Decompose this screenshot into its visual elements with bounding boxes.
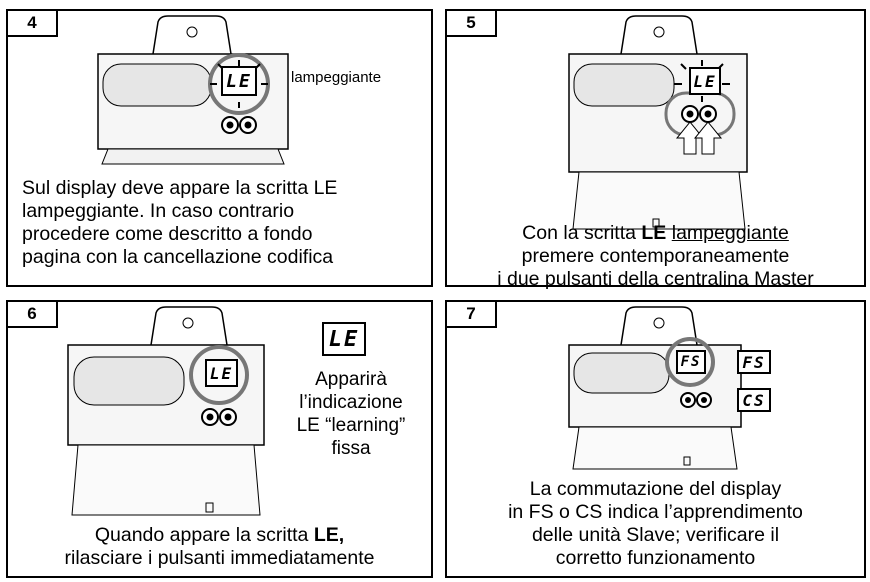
panel-step-5: 5 LE Con la scritta LE lampeggiante prem…: [445, 9, 866, 290]
control-unit-illustration: [97, 15, 289, 165]
step-number: 5: [445, 9, 497, 37]
panel-step-6: 6 LE LE Apparirà l’indicazione LE “learn…: [6, 300, 433, 578]
display-screen: FS: [676, 350, 706, 374]
control-unit-illustration: [568, 306, 742, 470]
step-caption: Con la scritta LE lampeggiante premere c…: [497, 222, 814, 290]
step-number: 4: [6, 9, 58, 37]
learning-indicator: LE: [322, 322, 366, 356]
panel-step-7: 7 FS FS CS La commutazione del display i…: [445, 300, 866, 578]
control-unit-illustration: [67, 306, 265, 516]
display-screen: LE: [689, 67, 721, 95]
step-caption: Quando appare la scritta LE, rilasciare …: [64, 524, 375, 569]
step-number: 7: [445, 300, 497, 328]
display-screen: LE: [205, 359, 238, 387]
step-number: 6: [6, 300, 58, 328]
step-caption: La commutazione del display in FS o CS i…: [508, 478, 803, 569]
cs-indicator: CS: [737, 388, 771, 412]
display-screen: LE: [221, 66, 257, 96]
blinking-label: lampeggiante: [291, 69, 382, 86]
fs-indicator: FS: [737, 350, 771, 374]
panel-step-4: 4 LE lampeggiante Sul display deve appar…: [6, 9, 433, 287]
step-caption: Sul display deve appare la scritta LE la…: [22, 177, 338, 268]
indicator-description: Apparirà l’indicazione LE “learning” fis…: [296, 369, 406, 459]
